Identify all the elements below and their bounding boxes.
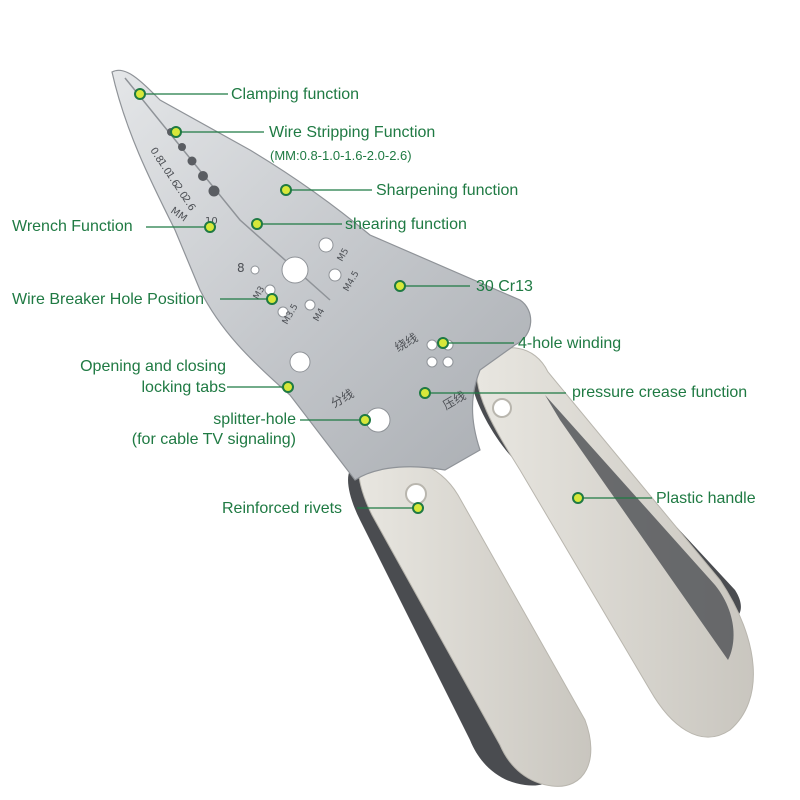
label-plastic-handle: Plastic handle: [656, 490, 756, 507]
steel-head: [111, 69, 532, 505]
label-opening-closing-line2: locking tabs: [141, 379, 227, 396]
dot-four-hole: [437, 337, 449, 349]
callout-dots: [134, 88, 584, 514]
dot-clamping: [134, 88, 146, 100]
label-wire-stripping-sizes: (MM:0.8-1.0-1.6-2.0-2.6): [270, 148, 412, 163]
dot-rivets: [412, 502, 424, 514]
dot-pressure-crease: [419, 387, 431, 399]
label-splitter-hole: splitter-hole: [213, 411, 296, 428]
dot-wrench: [204, 221, 216, 233]
label-wire-stripping-function: Wire Stripping Function: [269, 124, 436, 141]
label-wire-breaker-hole: Wire Breaker Hole Position: [12, 291, 205, 308]
label-clamping-function: Clamping function: [231, 86, 360, 103]
callout-lines: [140, 93, 652, 509]
dot-wire-stripping: [170, 126, 182, 138]
label-reinforced-rivets: Reinforced rivets: [222, 500, 343, 517]
right-handle: [470, 347, 754, 738]
dot-shearing: [251, 218, 263, 230]
label-splitter-note: (for cable TV signaling): [131, 431, 296, 448]
dot-plastic-handle: [572, 492, 584, 504]
left-handle: [348, 457, 592, 787]
label-material: 30 Cr13: [476, 278, 533, 295]
dot-wire-breaker: [266, 293, 278, 305]
dot-splitter: [359, 414, 371, 426]
label-wrench-function: Wrench Function: [12, 218, 133, 235]
dot-locking-tabs: [282, 381, 294, 393]
dot-sharpening: [280, 184, 292, 196]
label-shearing-function: shearing function: [345, 216, 467, 233]
label-sharpening-function: Sharpening function: [376, 182, 519, 199]
engraving-hole-8: 8: [237, 261, 245, 275]
label-four-hole-winding: 4-hole winding: [518, 335, 622, 352]
label-pressure-crease: pressure crease function: [572, 384, 748, 401]
label-opening-closing-line1: Opening and closing: [80, 358, 226, 375]
dot-material: [394, 280, 406, 292]
